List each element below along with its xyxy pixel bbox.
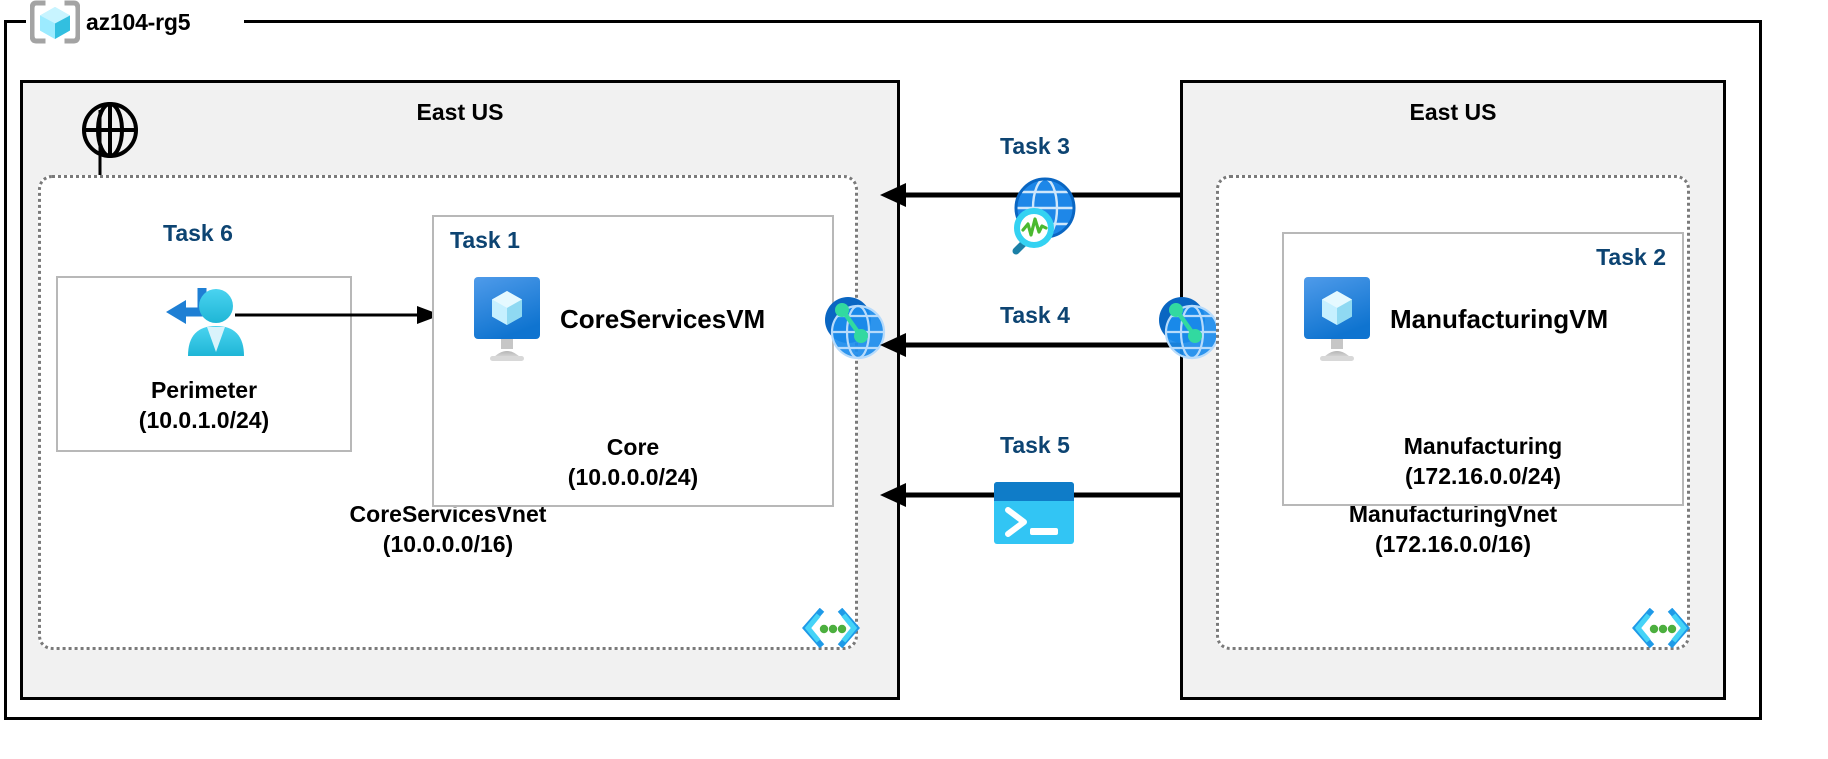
cloud-shell-icon — [994, 482, 1074, 544]
task-label-3: Task 3 — [1000, 133, 1070, 159]
resource-group-title: az104-rg5 — [30, 0, 191, 44]
vm-manufacturingvm-label: ManufacturingVM — [1390, 303, 1609, 334]
virtual-machine-icon — [470, 275, 544, 363]
subnet-code-brackets-icon-right — [1630, 608, 1692, 648]
task-label-1: Task 1 — [450, 227, 520, 253]
region-right-title: East US — [1409, 99, 1497, 125]
vm-coreservicesvm-label: CoreServicesVM — [560, 303, 766, 334]
subnet-core-cidr: (10.0.0.0/24) — [567, 464, 699, 491]
vnet-manufacturing-cidr: (172.16.0.0/16) — [1374, 530, 1531, 557]
connector-perimeter-to-coreservicesvm — [235, 306, 441, 324]
vm-manufacturingvm: ManufacturingVM — [1300, 275, 1608, 363]
resource-group-name: az104-rg5 — [86, 8, 191, 35]
subnet-core-name: Core — [606, 434, 660, 461]
resource-group-cube-icon — [30, 0, 80, 44]
vnet-coreservices-caption: CoreServicesVnet (10.0.0.0/16) — [41, 500, 855, 559]
user-access-icon — [158, 282, 250, 360]
subnet-perimeter-cidr: (10.0.1.0/24) — [138, 407, 270, 434]
vm-coreservicesvm: CoreServicesVM — [470, 275, 765, 363]
task-label-5: Task 5 — [1000, 432, 1070, 458]
subnet-code-brackets-icon-left — [800, 608, 862, 648]
subnet-manufacturing: Task 2 Manufacturing (172.16.0.0/24) — [1282, 232, 1684, 506]
task-label-4: Task 4 — [1000, 302, 1070, 328]
vnet-coreservices-cidr: (10.0.0.0/16) — [382, 530, 514, 557]
vnet-manufacturing-caption: ManufacturingVnet (172.16.0.0/16) — [1219, 500, 1687, 559]
subnet-manufacturing-name: Manufacturing — [1403, 433, 1563, 460]
subnet-perimeter-caption: Perimeter (10.0.1.0/24) — [58, 376, 350, 436]
region-left-title: East US — [416, 99, 504, 125]
network-watcher-icon — [990, 175, 1082, 261]
globe-icon — [80, 100, 140, 160]
vnet-peering-icon-left — [818, 290, 890, 362]
subnet-core-caption: Core (10.0.0.0/24) — [434, 433, 832, 493]
resource-group-boundary — [4, 20, 1762, 720]
subnet-perimeter: Perimeter (10.0.1.0/24) — [56, 276, 352, 452]
subnet-manufacturing-cidr: (172.16.0.0/24) — [1404, 463, 1561, 490]
subnet-manufacturing-caption: Manufacturing (172.16.0.0/24) — [1284, 432, 1682, 492]
virtual-machine-icon — [1300, 275, 1374, 363]
subnet-perimeter-name: Perimeter — [150, 377, 258, 404]
task-label-2: Task 2 — [1596, 244, 1666, 270]
vnet-peering-icon-right — [1152, 290, 1224, 362]
task-label-6: Task 6 — [163, 220, 233, 246]
